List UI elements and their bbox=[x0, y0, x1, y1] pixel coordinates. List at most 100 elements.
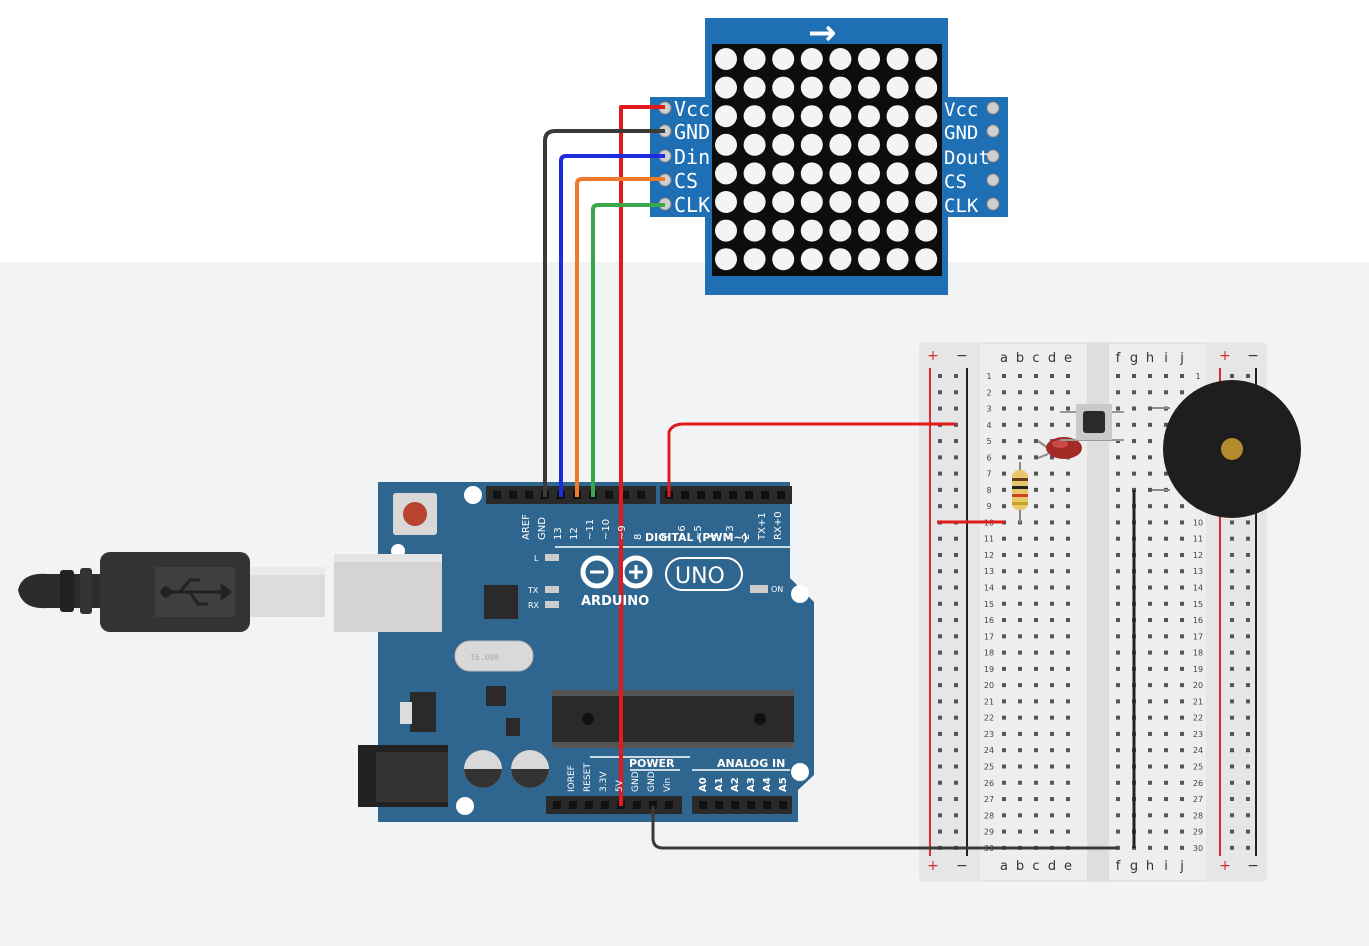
rail-hole[interactable] bbox=[938, 471, 942, 476]
breadboard-hole[interactable] bbox=[1066, 618, 1070, 623]
rail-hole[interactable] bbox=[1230, 780, 1234, 785]
breadboard-hole[interactable] bbox=[1164, 601, 1168, 606]
rail-hole[interactable] bbox=[1230, 520, 1234, 525]
breadboard-hole[interactable] bbox=[1116, 487, 1120, 492]
breadboard-hole[interactable] bbox=[1148, 487, 1152, 492]
breadboard-hole[interactable] bbox=[1050, 406, 1054, 411]
breadboard-hole[interactable] bbox=[1164, 374, 1168, 378]
rail-hole[interactable] bbox=[1246, 780, 1250, 785]
rail-hole[interactable] bbox=[938, 780, 942, 785]
rail-hole[interactable] bbox=[954, 569, 958, 574]
rail-hole[interactable] bbox=[938, 797, 942, 802]
breadboard-hole[interactable] bbox=[1034, 601, 1038, 606]
breadboard-hole[interactable] bbox=[1002, 536, 1006, 541]
breadboard-hole[interactable] bbox=[1050, 748, 1054, 753]
rail-hole[interactable] bbox=[938, 829, 942, 834]
rail-hole[interactable] bbox=[938, 455, 942, 460]
breadboard-hole[interactable] bbox=[1164, 504, 1168, 509]
header-pin[interactable] bbox=[761, 491, 769, 499]
breadboard-hole[interactable] bbox=[1018, 748, 1022, 753]
breadboard-hole[interactable] bbox=[1034, 780, 1038, 785]
breadboard-hole[interactable] bbox=[1148, 634, 1152, 639]
rail-hole[interactable] bbox=[1246, 764, 1250, 769]
breadboard-hole[interactable] bbox=[1148, 813, 1152, 818]
rail-hole[interactable] bbox=[954, 748, 958, 753]
breadboard-hole[interactable] bbox=[1050, 650, 1054, 655]
rail-hole[interactable] bbox=[938, 650, 942, 655]
breadboard-hole[interactable] bbox=[1018, 536, 1022, 541]
breadboard-hole[interactable] bbox=[1018, 797, 1022, 802]
breadboard-hole[interactable] bbox=[1066, 780, 1070, 785]
breadboard-hole[interactable] bbox=[1116, 797, 1120, 802]
breadboard-hole[interactable] bbox=[1018, 374, 1022, 378]
rail-hole[interactable] bbox=[1230, 731, 1234, 736]
breadboard-hole[interactable] bbox=[1148, 780, 1152, 785]
rail-hole[interactable] bbox=[1230, 618, 1234, 623]
breadboard-hole[interactable] bbox=[1018, 552, 1022, 557]
header-pin[interactable] bbox=[569, 801, 577, 809]
breadboard-hole[interactable] bbox=[1002, 748, 1006, 753]
breadboard-hole[interactable] bbox=[1034, 569, 1038, 574]
breadboard-hole[interactable] bbox=[1164, 683, 1168, 688]
breadboard-hole[interactable] bbox=[1148, 455, 1152, 460]
breadboard-hole[interactable] bbox=[1034, 829, 1038, 834]
rail-hole[interactable] bbox=[1246, 552, 1250, 557]
breadboard-hole[interactable] bbox=[1180, 650, 1184, 655]
rail-hole[interactable] bbox=[1246, 683, 1250, 688]
header-pin[interactable] bbox=[649, 801, 657, 809]
header-pin[interactable] bbox=[633, 801, 641, 809]
rail-hole[interactable] bbox=[938, 683, 942, 688]
breadboard-hole[interactable] bbox=[1116, 455, 1120, 460]
breadboard-hole[interactable] bbox=[1148, 715, 1152, 720]
header-pin[interactable] bbox=[605, 491, 613, 499]
breadboard-hole[interactable] bbox=[1034, 813, 1038, 818]
breadboard-hole[interactable] bbox=[1180, 845, 1184, 850]
rail-hole[interactable] bbox=[954, 813, 958, 818]
breadboard-hole[interactable] bbox=[1180, 797, 1184, 802]
header-pin[interactable] bbox=[621, 491, 629, 499]
rail-hole[interactable] bbox=[1230, 569, 1234, 574]
matrix-pin[interactable] bbox=[986, 197, 1000, 211]
breadboard-hole[interactable] bbox=[1050, 520, 1054, 525]
rail-hole[interactable] bbox=[1246, 797, 1250, 802]
breadboard-hole[interactable] bbox=[1148, 748, 1152, 753]
breadboard-hole[interactable] bbox=[1002, 780, 1006, 785]
wire-din[interactable] bbox=[559, 154, 665, 497]
breadboard-hole[interactable] bbox=[1034, 520, 1038, 525]
breadboard-hole[interactable] bbox=[1018, 780, 1022, 785]
rail-hole[interactable] bbox=[954, 552, 958, 557]
wire-clk[interactable] bbox=[591, 203, 665, 497]
rail-hole[interactable] bbox=[938, 601, 942, 606]
rail-hole[interactable] bbox=[1246, 585, 1250, 590]
matrix-pin[interactable] bbox=[986, 149, 1000, 163]
breadboard-hole[interactable] bbox=[1050, 797, 1054, 802]
rail-hole[interactable] bbox=[1246, 520, 1250, 525]
header-pin[interactable] bbox=[715, 801, 723, 809]
breadboard-hole[interactable] bbox=[1066, 699, 1070, 704]
rail-hole[interactable] bbox=[954, 829, 958, 834]
breadboard-hole[interactable] bbox=[1034, 699, 1038, 704]
wire-gnd-to-breadboard[interactable] bbox=[651, 806, 1118, 850]
breadboard-hole[interactable] bbox=[1002, 455, 1006, 460]
header-pin[interactable] bbox=[779, 801, 787, 809]
rail-hole[interactable] bbox=[1246, 536, 1250, 541]
rail-hole[interactable] bbox=[1246, 618, 1250, 623]
rail-hole[interactable] bbox=[1246, 748, 1250, 753]
breadboard-hole[interactable] bbox=[1034, 618, 1038, 623]
breadboard-hole[interactable] bbox=[1002, 618, 1006, 623]
rail-hole[interactable] bbox=[954, 504, 958, 509]
rail-hole[interactable] bbox=[1230, 699, 1234, 704]
breadboard-hole[interactable] bbox=[1180, 569, 1184, 574]
rail-hole[interactable] bbox=[954, 715, 958, 720]
breadboard-hole[interactable] bbox=[1164, 520, 1168, 525]
resistor[interactable] bbox=[1012, 462, 1028, 523]
rail-hole[interactable] bbox=[954, 618, 958, 623]
breadboard-hole[interactable] bbox=[1116, 748, 1120, 753]
breadboard-hole[interactable] bbox=[1050, 666, 1054, 671]
header-pin[interactable] bbox=[777, 491, 785, 499]
breadboard-hole[interactable] bbox=[1148, 666, 1152, 671]
breadboard-hole[interactable] bbox=[1164, 845, 1168, 850]
rail-hole[interactable] bbox=[1230, 845, 1234, 850]
breadboard-hole[interactable] bbox=[1164, 552, 1168, 557]
breadboard-hole[interactable] bbox=[1164, 813, 1168, 818]
